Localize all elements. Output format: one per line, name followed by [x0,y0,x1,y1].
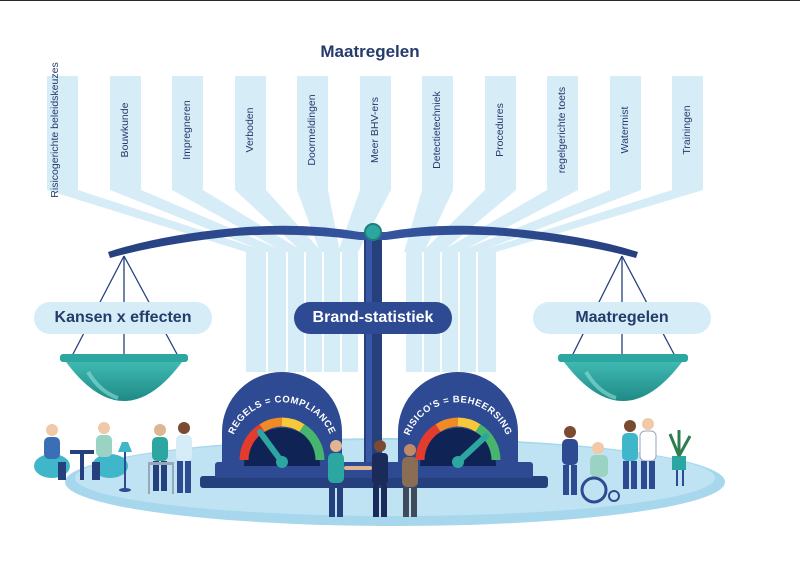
beam-pivot [364,223,382,241]
measure-label-procedures: Procedures [494,103,506,157]
measure-label-detectietechniek: Detectietechniek [431,91,443,169]
center-label: Brand-statistiek [294,302,452,334]
measure-label-verboden: Verboden [244,107,256,153]
left-pan-bowl [66,362,182,401]
people-left-walker [148,422,192,494]
floor-lamp [118,442,132,492]
top-divider [0,0,800,1]
left-pan-label: Kansen x effecten [34,302,212,334]
measure-label-risicogerichte-beleidskeuzes: Risicogerichte beleidskeuzes [49,62,61,198]
measure-label-watermist: Watermist [619,106,631,154]
left-gauge [222,372,342,468]
people-right-care [562,418,657,504]
left-pan-rim [60,354,188,362]
measure-label-meer-bhv-ers: Meer BHV-ers [369,97,381,163]
diagram-title: Maatregelen [320,42,420,61]
plant [668,430,692,486]
measure-label-regelgerichte-toets: regelgerichte toets [556,86,568,174]
right-gauge [398,372,518,468]
scale-beam [108,225,638,258]
right-pan-label: Maatregelen [533,302,711,334]
people-center-handshake [328,440,418,517]
right-pan-rim [558,354,688,362]
measure-label-impregneren: Impregneren [181,100,193,160]
right-pan-bowl [564,362,682,401]
people-left-table [34,422,128,480]
measure-label-doormeldingen: Doormeldingen [306,94,318,166]
measure-label-bouwkunde: Bouwkunde [119,102,131,158]
measure-label-trainingen: Trainingen [681,105,693,155]
measure-columns [47,76,703,190]
